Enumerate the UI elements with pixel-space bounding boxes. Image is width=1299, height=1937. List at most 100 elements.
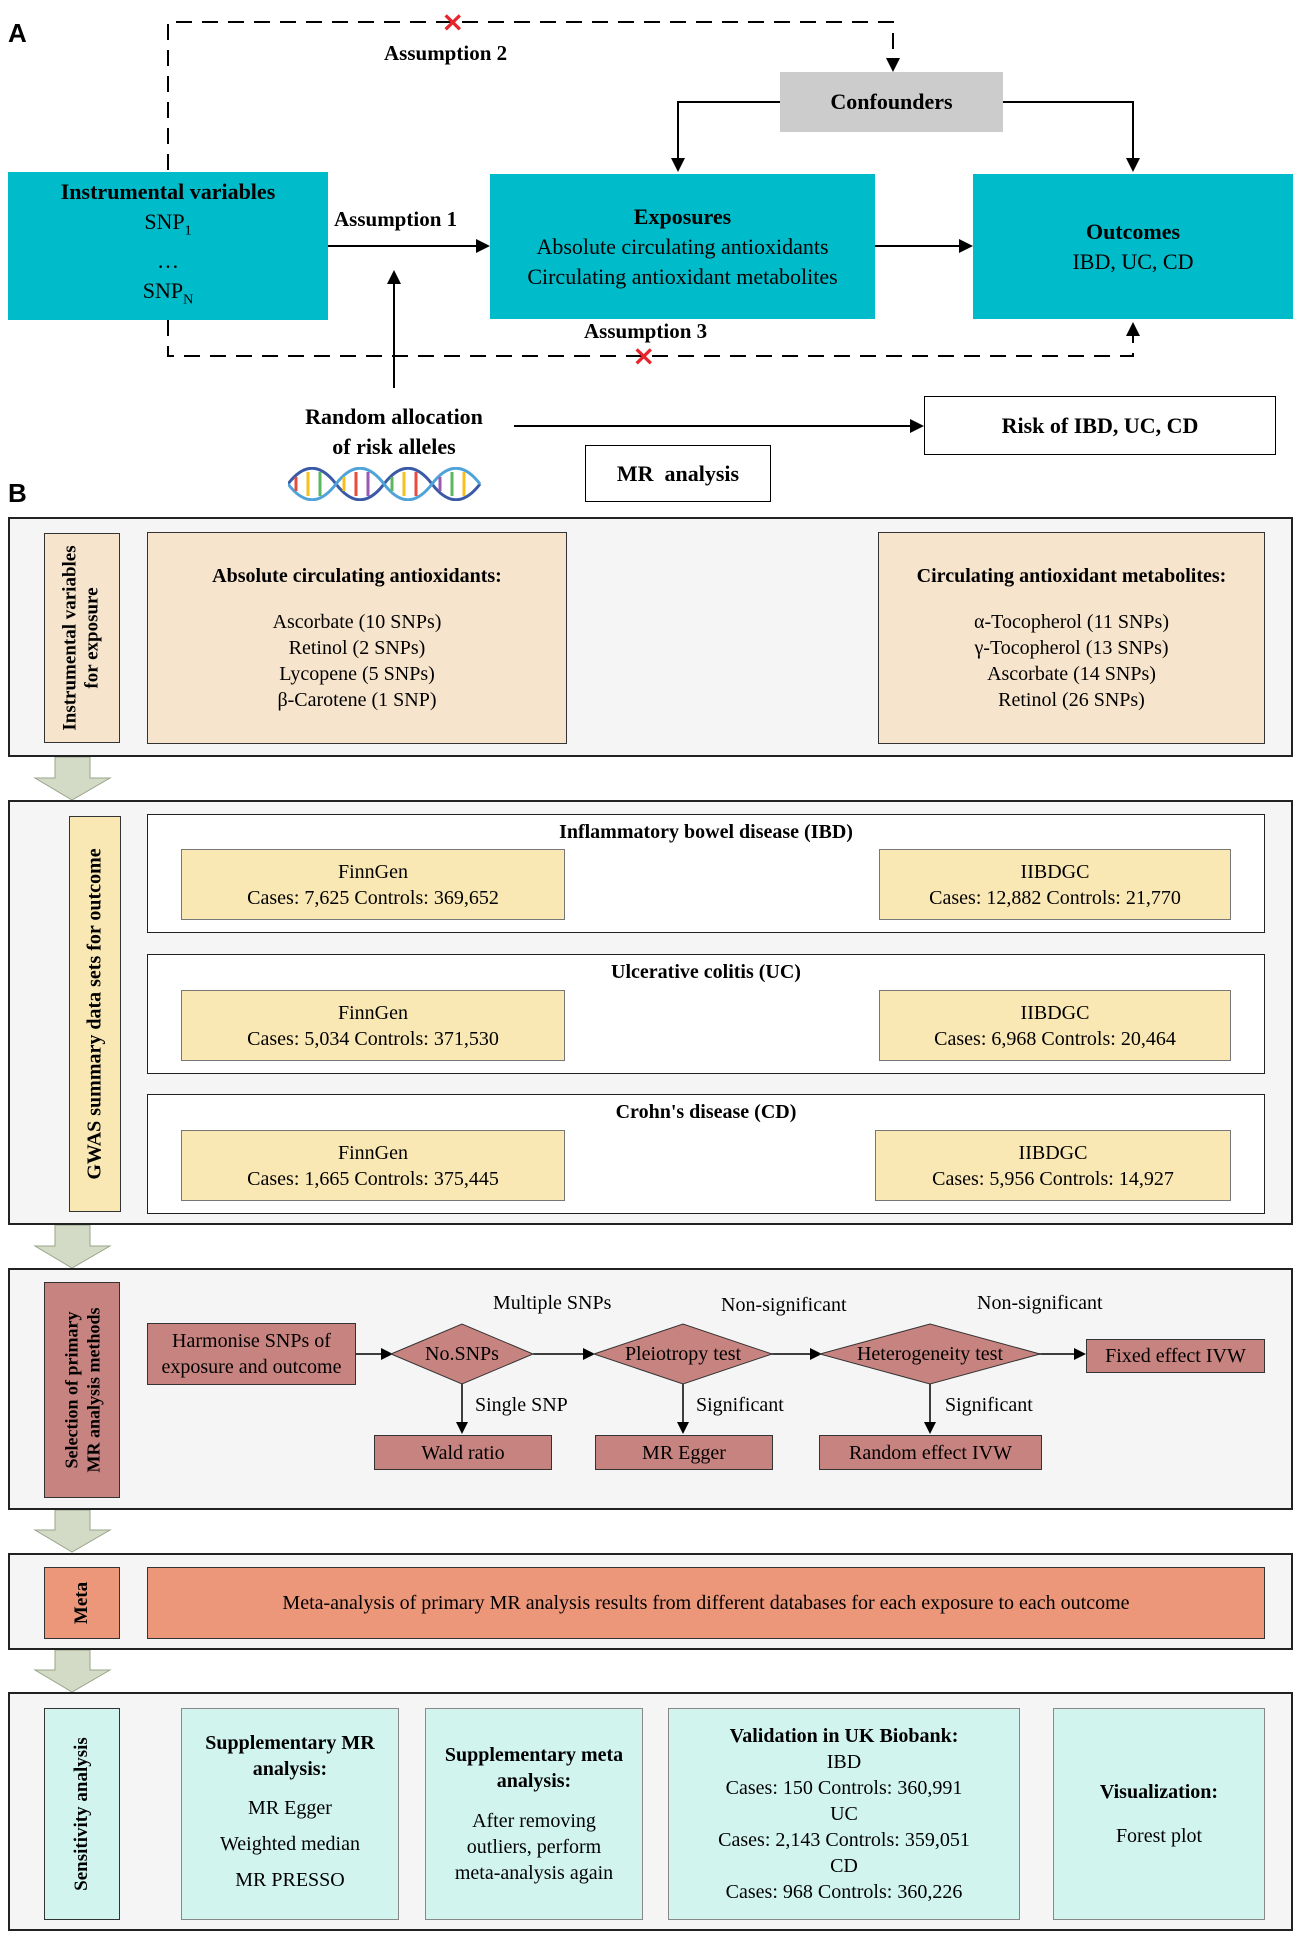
method-flow-svg (356, 1323, 1086, 1434)
visualization-box: Visualization: Forest plot (1053, 1708, 1265, 1920)
uk-biobank-line-5: Cases: 968 Controls: 360,226 (725, 1881, 963, 1903)
confounders-box: Confounders (780, 72, 1003, 132)
supplementary-meta-text: After removing outliers, perform meta-an… (454, 1810, 614, 1884)
supp-mr-item-0: MR Egger (248, 1797, 332, 1819)
iv-snp1: SNP1 (144, 208, 192, 238)
supplementary-mr-box: Supplementary MR analysis: MR Egger Weig… (181, 1708, 399, 1920)
metabolites-box: Circulating antioxidant metabolites: α-T… (878, 532, 1265, 744)
pleiotropy-diamond (592, 1323, 774, 1385)
uc-title: Ulcerative colitis (UC) (611, 961, 801, 983)
section-sensitivity: Sensitivity analysis Supplementary MR an… (8, 1692, 1293, 1931)
outcomes-title: Outcomes (1085, 218, 1181, 244)
no-snps-diamond (389, 1323, 535, 1385)
no-snps-label: No.SNPs (425, 1343, 499, 1365)
mr-egger-box: MR Egger (595, 1435, 773, 1470)
section3-sidebar: Selection of primary MR analysis methods (44, 1282, 120, 1498)
visualization-text: Forest plot (1115, 1825, 1203, 1847)
outcomes-line1: IBD, UC, CD (1072, 248, 1194, 274)
nonsig-label-2: Non-significant (977, 1292, 1103, 1314)
assumption1-label: Assumption 1 (334, 207, 458, 231)
assumption2-label: Assumption 2 (384, 41, 508, 65)
metabolites-title: Circulating antioxidant metabolites: (916, 565, 1227, 587)
section4-label: Meta (70, 1581, 92, 1625)
iv-snpn: SNPN (142, 278, 194, 308)
single-snp-label: Single SNP (475, 1394, 568, 1416)
uk-biobank-line-4: CD (830, 1855, 858, 1877)
exposures-line2: Circulating antioxidant metabolites (527, 263, 838, 289)
heterogeneity-diamond (818, 1323, 1042, 1385)
absolute-antioxidants-title: Absolute circulating antioxidants: (212, 565, 502, 587)
sig-label-2: Significant (945, 1394, 1033, 1416)
uk-biobank-line-2: UC (830, 1803, 858, 1825)
metabolite-item-0: α-Tocopherol (11 SNPs) (974, 611, 1169, 633)
ibd-group: Inflammatory bowel disease (IBD) FinnGen… (147, 814, 1265, 933)
confounders-label: Confounders (830, 89, 953, 114)
section1-sidebar: Instrumental variables for exposure (44, 533, 120, 743)
sig-label-1: Significant (696, 1394, 784, 1416)
cd-title: Crohn's disease (CD) (615, 1101, 797, 1123)
section-meta: Meta Meta-analysis of primary MR analysi… (8, 1553, 1293, 1650)
absolute-item-1: Retinol (2 SNPs) (288, 637, 426, 659)
visualization-title: Visualization: (1099, 1781, 1219, 1803)
ibd-title: Inflammatory bowel disease (IBD) (559, 821, 853, 843)
cross-mark-assumption2: × (441, 5, 465, 38)
assumption3-label: Assumption 3 (584, 319, 708, 343)
supplementary-meta-title: Supplementary meta analysis: (444, 1744, 624, 1792)
meta-analysis-box: Meta-analysis of primary MR analysis res… (147, 1567, 1265, 1639)
wald-ratio-box: Wald ratio (374, 1435, 552, 1470)
panel-a-letter: A (8, 18, 27, 48)
confounders-to-exposures-arrow (671, 101, 780, 172)
panel-b-letter: B (8, 478, 27, 508)
uk-biobank-box: Validation in UK Biobank: IBD Cases: 150… (668, 1708, 1020, 1920)
supplementary-meta-box: Supplementary meta analysis: After remov… (425, 1708, 643, 1920)
metabolite-item-2: Ascorbate (14 SNPs) (987, 663, 1156, 685)
down-arrow-1 (33, 756, 112, 801)
absolute-item-3: β-Carotene (1 SNP) (277, 689, 437, 711)
outcomes-box: Outcomes IBD, UC, CD (973, 174, 1293, 319)
uk-biobank-line-0: IBD (826, 1751, 862, 1773)
assumption2-dashed-line (167, 21, 900, 170)
iv-title: Instrumental variables (60, 178, 276, 204)
absolute-item-2: Lycopene (5 SNPs) (279, 663, 435, 685)
random-allocation-label: Random allocation of risk alleles (305, 404, 483, 459)
section2-label: GWAS summary data sets for outcome (84, 848, 106, 1180)
harmonise-box: Harmonise SNPs of exposure and outcome (147, 1323, 356, 1385)
section-gwas: GWAS summary data sets for outcome Infla… (8, 800, 1293, 1225)
supp-mr-item-1: Weighted median (219, 1833, 360, 1855)
uk-biobank-line-3: Cases: 2,143 Controls: 359,051 (718, 1829, 970, 1851)
assumption3-dashed-line (167, 320, 1140, 357)
heterogeneity-label: Heterogeneity test (856, 1343, 1004, 1365)
section-instrumental-variables: Instrumental variables for exposure Abso… (8, 517, 1293, 757)
section4-sidebar: Meta (44, 1567, 120, 1639)
exposures-box: Exposures Absolute circulating antioxida… (490, 174, 875, 319)
fixed-effect-box: Fixed effect IVW (1086, 1339, 1265, 1373)
down-arrow-2 (33, 1224, 112, 1269)
pleiotropy-label: Pleiotropy test (624, 1343, 742, 1365)
dna-icon (288, 467, 488, 501)
mr-analysis-box: MR analysis (585, 445, 771, 502)
panel-a-connectors (167, 21, 1140, 433)
supplementary-mr-title: Supplementary MR analysis: (205, 1732, 375, 1780)
exposures-line1: Absolute circulating antioxidants (536, 233, 829, 259)
down-arrow-3 (33, 1509, 112, 1553)
nonsig-label-1: Non-significant (721, 1294, 847, 1316)
supp-mr-item-2: MR PRESSO (235, 1869, 345, 1891)
multiple-snps-label: Multiple SNPs (493, 1292, 612, 1314)
risk-box: Risk of IBD, UC, CD (924, 396, 1276, 455)
metabolite-item-3: Retinol (26 SNPs) (998, 689, 1145, 711)
down-arrow-4 (33, 1649, 112, 1693)
exposures-title: Exposures (633, 203, 732, 229)
uk-biobank-title: Validation in UK Biobank: (729, 1725, 959, 1747)
absolute-item-0: Ascorbate (10 SNPs) (272, 611, 442, 633)
section5-label: Sensitivity analysis (71, 1737, 92, 1891)
meta-analysis-text: Meta-analysis of primary MR analysis res… (282, 1592, 1130, 1614)
section-method-selection: Selection of primary MR analysis methods… (8, 1268, 1293, 1510)
section1-label: Instrumental variables for exposure (60, 545, 103, 731)
absolute-antioxidants-box: Absolute circulating antioxidants: Ascor… (147, 532, 567, 744)
